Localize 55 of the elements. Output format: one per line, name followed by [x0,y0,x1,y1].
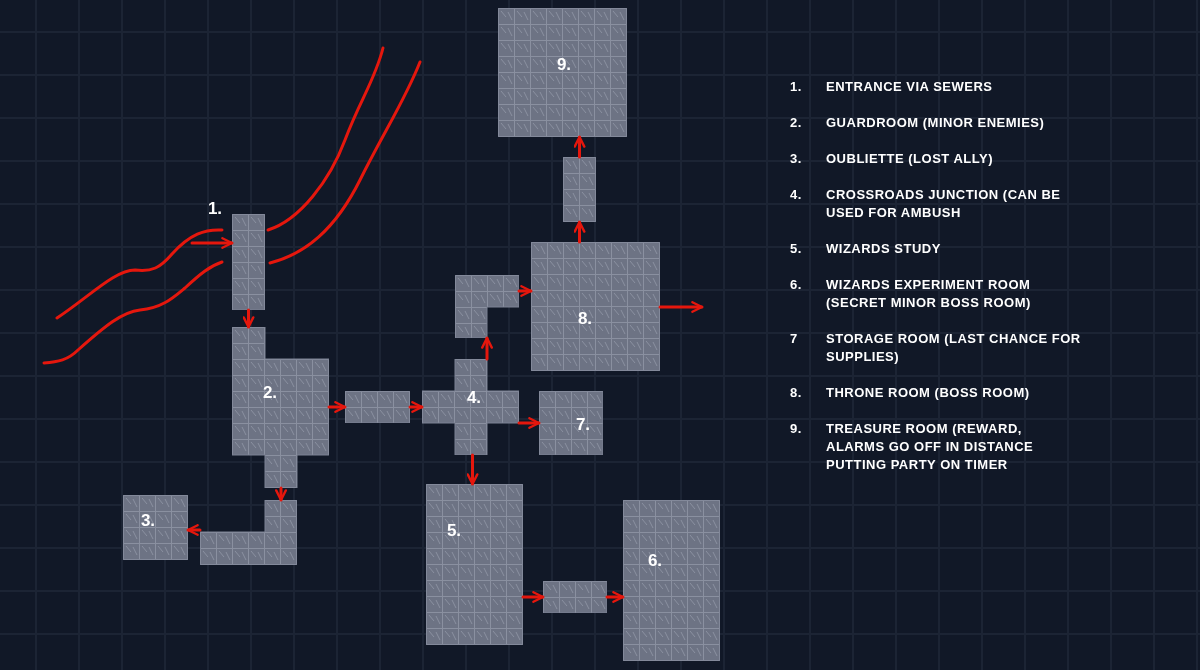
room-number: 9. [556,55,572,73]
corridor-floor [455,275,519,338]
arrow [275,486,287,502]
legend-number: 6. [790,276,803,294]
arrow [327,401,347,413]
arrow [481,336,493,361]
corridor-floor [543,581,607,613]
legend-number: 3. [790,150,803,168]
arrow [605,591,625,603]
arrow [517,285,533,297]
legend-number: 1. [790,78,803,96]
room-number: 1. [207,199,223,217]
room-number: 6. [647,551,663,569]
room-description: OUBLIETTE (LOST ALLY) [826,150,994,168]
room-number: 7. [575,415,591,433]
room-description: WIZARDS STUDY [826,240,942,258]
legend-number: 7 [790,330,799,348]
room-description: THRONE ROOM (BOSS ROOM) [826,384,1031,402]
arrow [573,135,586,159]
arrow [521,591,545,603]
room-number: 5. [446,521,462,539]
room-floor [531,242,660,371]
corridor-floor [345,391,410,423]
room-floor [422,359,519,455]
room-floor [539,391,603,455]
room-floor [232,327,329,488]
legend-number: 4. [790,186,803,204]
room-description: WIZARDS EXPERIMENT ROOM (SECRET MINOR BOSS ROOM) [826,276,1032,312]
room-floor [123,495,188,560]
room-number: 3. [140,511,156,529]
room-description: ENTRANCE VIA SEWERS [826,78,994,96]
corridor-floor [563,157,596,222]
room-floor [498,8,627,137]
arrow [466,453,479,486]
room-floor [426,484,523,645]
legend-number: 5. [790,240,803,258]
arrow [190,237,234,249]
arrow [658,301,704,313]
arrow [408,401,424,413]
room-floor [623,500,720,661]
room-description: CROSSROADS JUNCTION (CAN BE USED FOR AMBUSH [826,186,1062,222]
legend-number: 8. [790,384,803,402]
arrow [186,524,202,536]
arrow [242,308,255,329]
legend-number: 9. [790,420,803,438]
arrow [517,417,541,429]
room-description: GUARDROOM (MINOR ENEMIES) [826,114,1046,132]
arrow [573,220,586,244]
corridor-floor [200,500,297,565]
room-description: TREASURE ROOM (REWARD, ALARMS GO OFF IN DISTANCE PUTTING PARTY ON TIMER [826,420,1035,474]
legend-number: 2. [790,114,803,132]
room-number: 8. [577,309,593,327]
room-description: STORAGE ROOM (LAST CHANCE FOR SUPPLIES) [826,330,1082,366]
room-number: 4. [466,388,482,406]
room-number: 2. [262,383,278,401]
